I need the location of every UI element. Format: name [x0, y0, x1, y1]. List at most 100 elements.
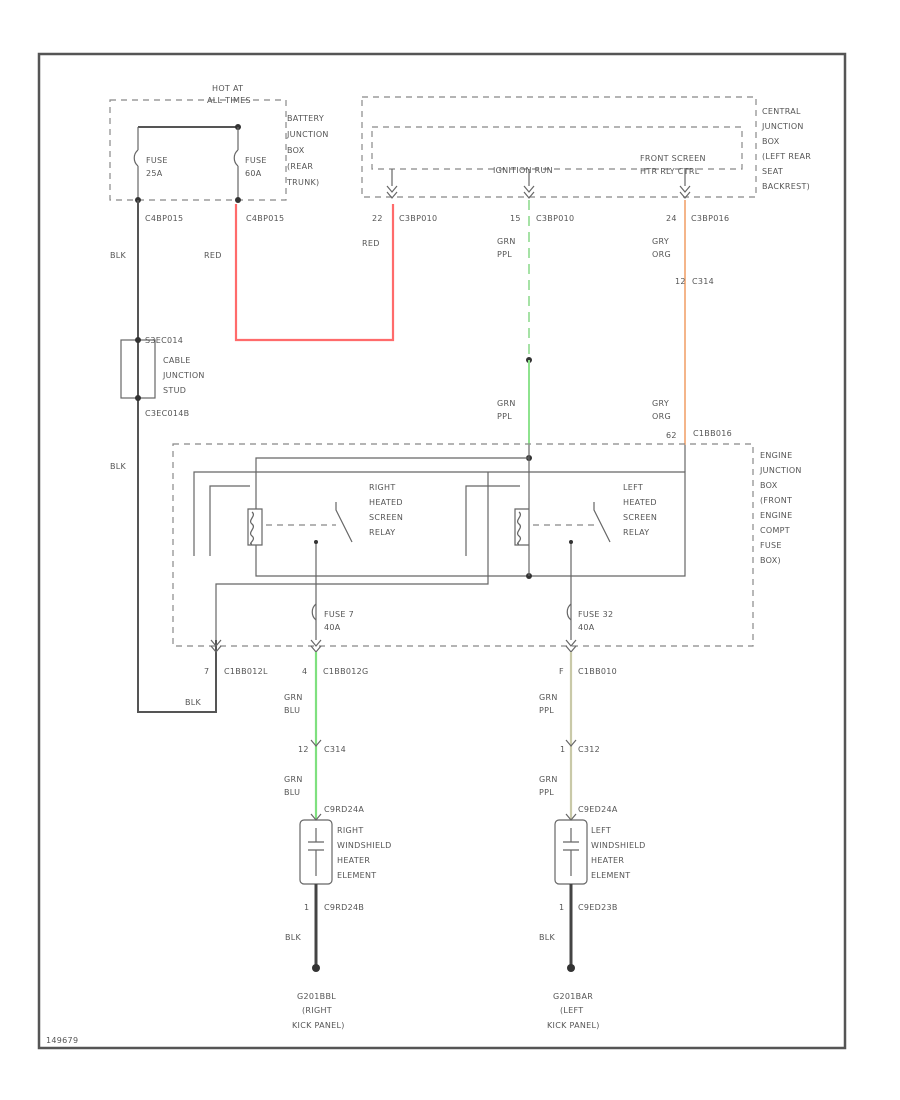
ground-left-label-1: G201BAR: [553, 992, 593, 1001]
c1bb012l-label: C1BB012L: [224, 667, 268, 676]
left-relay-contact: [569, 540, 573, 544]
cable-jb-label-3: STUD: [163, 386, 186, 395]
fuse-60a-label-2: 60A: [245, 169, 262, 178]
left-relay-switch: [570, 502, 611, 640]
ground-bus-3: [215, 472, 489, 640]
ground-right-label-2: (RIGHT: [302, 1006, 332, 1015]
c4bp015-b-label: C4BP015: [246, 214, 284, 223]
right-relay-label-2: HEATED: [369, 498, 403, 507]
central-jb-label-1: CENTRAL: [762, 107, 801, 116]
connector-chevron-22: [386, 185, 398, 199]
c314-1-label: C314: [692, 277, 714, 286]
c1bb010-label: C1BB010: [578, 667, 617, 676]
battery-jb-label-5: TRUNK): [286, 178, 319, 187]
diagram-frame: [37, 52, 847, 1050]
central-junction-box-outline: [361, 96, 757, 198]
left-element-label-4: ELEMENT: [591, 871, 631, 880]
c312-label: C312: [578, 745, 600, 754]
left-relay-coil-wave: [516, 511, 522, 545]
stud-node-bottom: [135, 395, 141, 401]
ground-point-right: [312, 964, 320, 972]
front-screen-ctrl-label-1: FRONT SCREEN: [640, 154, 706, 163]
fuse-7-label-2: 40A: [324, 623, 341, 632]
wire-blk-1-label: BLK: [110, 251, 127, 260]
ground-left-label-2: (LEFT: [560, 1006, 583, 1015]
engine-jb-label-3: BOX: [760, 481, 778, 490]
central-jb-label-4: (LEFT REAR: [762, 152, 811, 161]
wire-grn-blu-1-label-2: BLU: [284, 706, 300, 715]
central-jb-inner-box: [371, 126, 743, 170]
relay-coil-feed: [255, 445, 530, 498]
ground-bus-4: [465, 485, 520, 556]
right-relay-contact: [314, 540, 318, 544]
right-relay-label-1: RIGHT: [369, 483, 396, 492]
wire-gry-org-2-label-1: GRY: [652, 399, 669, 408]
ground-right-label-3: KICK PANEL): [292, 1021, 345, 1030]
left-relay-label-1: LEFT: [623, 483, 643, 492]
ground-bus-2: [209, 485, 250, 556]
connector-chevron-c312: [565, 739, 577, 747]
wire-red-2-label: RED: [362, 239, 380, 248]
ground-point-left: [567, 964, 575, 972]
right-relay-switch: [315, 502, 353, 640]
wire-grn-blu-2-label-1: GRN: [284, 775, 303, 784]
wire-blk-3-label: BLK: [185, 698, 202, 707]
pin-1a-label: 1: [560, 745, 565, 754]
pin-22-label: 22: [372, 214, 383, 223]
c4bp015-a-label: C4BP015: [145, 214, 183, 223]
pin-62-label: 62: [666, 431, 677, 440]
pin-12a-label: 12: [675, 277, 686, 286]
fuse-25a-symbol: [133, 127, 139, 200]
left-relay-coil: [514, 498, 530, 551]
c9ed24a-label: C9ED24A: [578, 805, 618, 814]
c3bp010-2-label: C3BP010: [536, 214, 574, 223]
fuse-32-symbol: [566, 603, 572, 621]
connector-c4bp015-b: [235, 197, 241, 203]
connector-chevron-7: [210, 639, 222, 653]
fuse-60a-symbol: [233, 127, 239, 200]
cable-jb-label-2: JUNCTION: [162, 371, 205, 380]
document-id: 149679: [46, 1036, 78, 1045]
red-wire-loop: [234, 204, 395, 342]
wire-blk-5-label: BLK: [539, 933, 556, 942]
central-jb-label-5: SEAT: [762, 167, 783, 176]
wire-grn-ppl-3-label-1: GRN: [539, 693, 558, 702]
wire-blk-2-label: BLK: [110, 462, 127, 471]
wire-blk-4-label: BLK: [285, 933, 302, 942]
connector-chevron-c314: [310, 739, 322, 747]
left-relay-label-2: HEATED: [623, 498, 657, 507]
cable-jb-label-1: CABLE: [163, 356, 191, 365]
engine-jb-label-7: FUSE: [760, 541, 782, 550]
c314-2-label: C314: [324, 745, 346, 754]
hot-at-label-2: ALL TIMES: [207, 96, 251, 105]
connector-chevron-24: [679, 185, 691, 199]
engine-jb-label-4: (FRONT: [760, 496, 792, 505]
pin-4-label: 4: [302, 667, 307, 676]
right-relay-label-3: SCREEN: [369, 513, 403, 522]
fuse-32-label-1: FUSE 32: [578, 610, 613, 619]
wire-grn-ppl-4-label-2: PPL: [539, 788, 554, 797]
battery-jb-label-4: (REAR: [287, 162, 313, 171]
c9ed23b-label: C9ED23B: [578, 903, 618, 912]
wire-grn-blu-2-label-2: BLU: [284, 788, 300, 797]
pin-1b-label: 1: [304, 903, 309, 912]
left-relay-label-3: SCREEN: [623, 513, 657, 522]
left-element-label-2: WINDSHIELD: [591, 841, 646, 850]
c1bb016-label: C1BB016: [693, 429, 732, 438]
engine-jb-label-6: COMPT: [760, 526, 790, 535]
wire-grn-ppl-1-label-1: GRN: [497, 237, 516, 246]
pin-1c-label: 1: [559, 903, 564, 912]
right-element-label-4: ELEMENT: [337, 871, 377, 880]
fuse-60a-label-1: FUSE: [245, 156, 267, 165]
wire-gry-org-2-label-2: ORG: [652, 412, 671, 421]
battery-jb-label-3: BOX: [287, 146, 305, 155]
c3ec014b-label: C3EC014B: [145, 409, 189, 418]
ignition-run-label: IGNITION RUN: [493, 166, 553, 175]
battery-jb-label-2: JUNCTION: [286, 130, 329, 139]
wire-grn-ppl-1-label-2: PPL: [497, 250, 512, 259]
fuse-7-symbol: [311, 603, 317, 621]
left-element-label-3: HEATER: [591, 856, 624, 865]
wire-grn-blu-1-label-1: GRN: [284, 693, 303, 702]
front-screen-ctrl-label-2: HTR RLY CTRL: [640, 167, 700, 176]
